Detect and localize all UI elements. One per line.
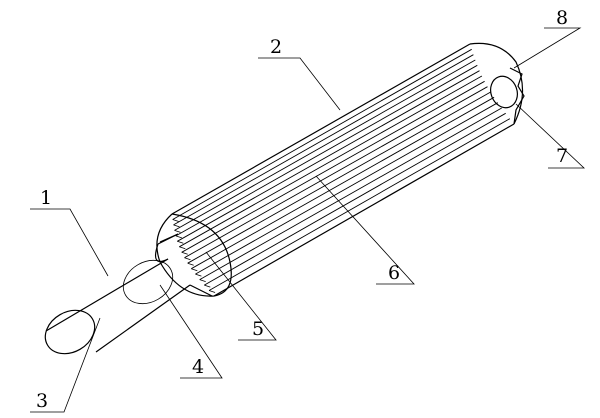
callout-4: 4 xyxy=(192,356,204,378)
flute-line xyxy=(204,112,506,286)
callout-8: 8 xyxy=(556,7,568,29)
flute-notch xyxy=(187,262,194,266)
flute-line xyxy=(179,75,483,248)
flute-line xyxy=(172,48,472,220)
flute-notch xyxy=(199,279,206,282)
flute-notch xyxy=(181,251,188,255)
end-bore xyxy=(490,75,518,109)
callout-6: 6 xyxy=(388,262,400,284)
flute-notch xyxy=(177,240,184,244)
flute-line xyxy=(175,64,478,237)
flute-line xyxy=(195,102,499,275)
flute-line xyxy=(173,54,474,226)
callout-2: 2 xyxy=(270,36,282,58)
collar xyxy=(155,233,213,297)
flute-notch xyxy=(184,257,191,261)
flute-line xyxy=(181,80,485,253)
leader-lines xyxy=(30,27,586,413)
shaft-transition-ellipse xyxy=(122,259,174,305)
flute-line xyxy=(184,86,488,259)
flute-notch xyxy=(179,246,186,250)
callout-7: 7 xyxy=(556,145,568,167)
callout-5: 5 xyxy=(252,318,264,340)
small-shaft xyxy=(44,258,191,355)
flute-notch xyxy=(195,273,202,277)
flute-notch xyxy=(175,235,182,239)
callout-3: 3 xyxy=(36,390,48,412)
callout-1: 1 xyxy=(40,187,52,209)
flute-notch xyxy=(174,230,181,233)
flute-line xyxy=(187,91,491,264)
flute-notch xyxy=(172,219,179,222)
flute-line xyxy=(191,96,495,270)
shaft-end-face xyxy=(44,309,96,355)
flute-line xyxy=(177,70,480,242)
flute-notch xyxy=(173,224,180,228)
fluted-cylinder xyxy=(156,42,525,297)
flute-line xyxy=(199,107,502,280)
flute-line xyxy=(208,118,511,291)
flute-line xyxy=(174,59,476,231)
flute-notch xyxy=(191,268,198,272)
flute-notch xyxy=(204,284,211,288)
flute-notch xyxy=(208,290,216,293)
flute-lines xyxy=(172,48,511,293)
